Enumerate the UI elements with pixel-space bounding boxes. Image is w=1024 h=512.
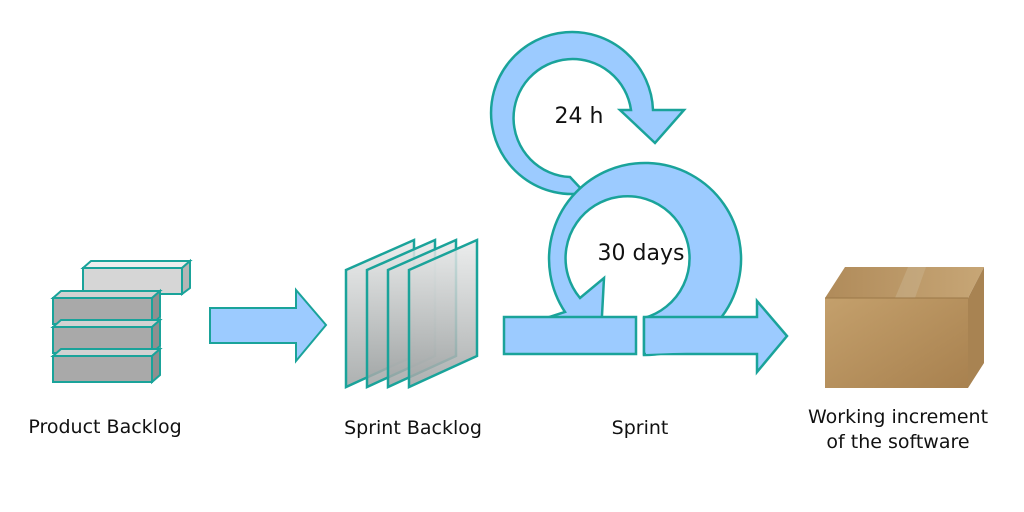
- product-backlog-label: Product Backlog: [28, 416, 182, 438]
- stacked-sheets-icon: [344, 238, 479, 389]
- sprint-cycle-arrow: [502, 161, 789, 376]
- daily-cycle-label: 24 h: [555, 104, 604, 129]
- flow-arrow-1: [209, 287, 328, 364]
- increment-label-line1: Working increment: [807, 406, 989, 428]
- stacked-blocks-icon: [50, 258, 193, 385]
- increment-label-line2: of the software: [826, 431, 970, 453]
- sprint-cycle-label: 30 days: [598, 241, 685, 266]
- cardboard-box-icon: [825, 267, 984, 388]
- sprint-backlog-label: Sprint Backlog: [344, 417, 482, 439]
- sprint-label: Sprint: [611, 417, 669, 439]
- daily-cycle-arrow: [489, 30, 687, 196]
